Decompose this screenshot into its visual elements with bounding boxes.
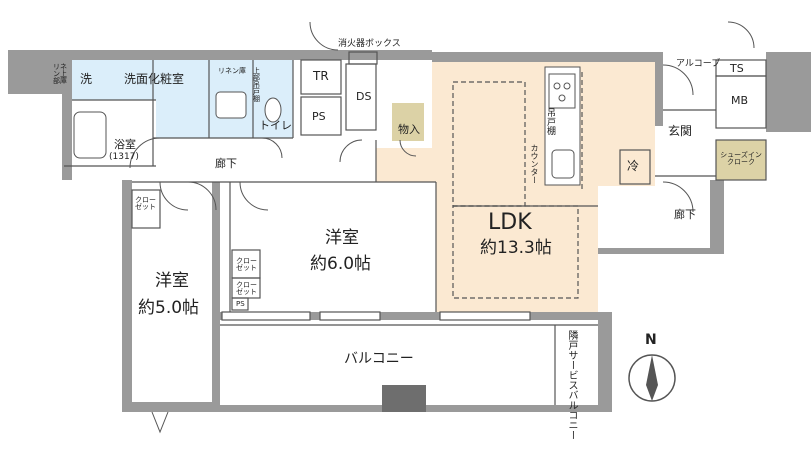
- ds-label: DS: [356, 90, 372, 103]
- door-swing-icon: [662, 64, 694, 96]
- western-room-2-size: 約5.0帖: [138, 298, 200, 318]
- western-room-2-label: 洋室: [155, 271, 189, 291]
- wall-se-step: [598, 248, 724, 254]
- walls: [8, 50, 811, 412]
- door-swing-icon: [129, 137, 161, 169]
- wall-ne: [766, 52, 811, 132]
- wall-right-lower: [710, 180, 724, 250]
- ldk-label: LDK: [488, 210, 532, 235]
- entrance-label: 玄関: [668, 124, 693, 138]
- wall-top-left: [8, 50, 298, 60]
- door-swing-icon: [399, 139, 417, 157]
- mb-box: [715, 75, 767, 129]
- alcove-label: アルコーブ: [676, 59, 721, 69]
- bathtub-icon: [73, 111, 107, 159]
- stove-burner: [558, 94, 566, 102]
- toilet-label: トイレ: [259, 119, 292, 132]
- closet-left-box: [131, 189, 161, 229]
- service-balcony-label: 隣戸サービスバルコニー: [566, 330, 577, 440]
- wall-bottom-left: [122, 402, 214, 412]
- stove-icon: [548, 73, 576, 109]
- bathroom-label: 浴室: [114, 138, 136, 151]
- wall-right-top: [655, 52, 663, 126]
- wall-balcony-right: [598, 312, 612, 412]
- closet-b-label: クローゼット: [236, 281, 257, 296]
- ts-label: TS: [730, 62, 744, 75]
- tr-box: [300, 59, 342, 95]
- storage-label: 物入: [398, 123, 420, 136]
- wall-left-lower: [122, 180, 132, 412]
- shoes-closet-box: [715, 139, 767, 181]
- washroom-label: 洗面化粧室: [124, 72, 185, 86]
- tr-label: TR: [313, 69, 329, 83]
- balcony-post: [382, 385, 426, 412]
- ldk-floor: [376, 60, 655, 312]
- wall-left-top: [8, 50, 62, 94]
- counter-label: カウンター: [530, 144, 539, 184]
- ldk-size: 約13.3帖: [480, 238, 552, 258]
- door-swing-icon: [662, 181, 694, 213]
- western-room-1-size: 約6.0帖: [310, 254, 372, 274]
- door-swing-icon: [339, 139, 363, 163]
- washroom-main-floor: [153, 60, 209, 138]
- door-swing-icon: [727, 21, 755, 49]
- compass-icon: [628, 354, 676, 402]
- linen-upper-label: リネン上部庫: [53, 63, 67, 85]
- balcony-window-2: [439, 311, 531, 321]
- washbasin-icon: [215, 91, 247, 119]
- door-swing-icon: [309, 21, 339, 51]
- western-room-1-label: 洋室: [325, 228, 359, 248]
- storage-floor: [392, 103, 424, 141]
- fire-box-label: 消火器ボックス: [338, 39, 401, 49]
- door-swing-icon: [187, 181, 217, 211]
- kitchen-hanging-label: 吊戸棚: [545, 108, 555, 135]
- wall-left: [62, 60, 72, 180]
- ldk-dashed-lower: [452, 205, 579, 299]
- fridge-label: 冷: [627, 159, 640, 173]
- corridor-left-label: 廊下: [215, 157, 237, 170]
- sink-icon: [551, 149, 575, 179]
- fridge-box: [619, 149, 651, 185]
- balcony-window-1: [319, 311, 381, 321]
- toilet-icon: [264, 97, 282, 123]
- mb-label: MB: [731, 94, 749, 107]
- door-swing-icon: [151, 411, 169, 434]
- ps-label: PS: [312, 110, 326, 123]
- closet-a-label: クローゼット: [236, 257, 257, 272]
- shoes-closet-floor: [716, 140, 766, 180]
- north-label: N: [645, 332, 657, 348]
- ps-small-label: PS: [236, 300, 245, 308]
- door-swings: [129, 21, 755, 434]
- door-swing-icon: [239, 181, 269, 211]
- ps-box: [300, 96, 342, 136]
- fixtures: [73, 73, 576, 179]
- balcony-label: バルコニー: [344, 351, 414, 367]
- wall-top-right: [432, 52, 658, 62]
- wall-mid-vertical: [212, 182, 220, 412]
- linen-label: リネン庫: [218, 67, 246, 75]
- fire-box: [348, 51, 378, 65]
- closet-left-label: クローゼット: [135, 196, 156, 211]
- interior-lines: [64, 51, 767, 405]
- ps-small-box: [231, 297, 249, 311]
- corridor-right-label: 廊下: [674, 208, 696, 221]
- wall-top-mid: [298, 50, 432, 60]
- room2-window: [221, 311, 311, 321]
- stove-burner: [553, 82, 561, 90]
- door-swing-icon: [261, 137, 283, 159]
- wash-label: 洗: [80, 72, 93, 86]
- wall-ldk-bottom: [220, 312, 598, 320]
- stove-burner: [563, 82, 571, 90]
- shoes-closet-label: シューズインクローク: [720, 151, 762, 166]
- upper-hanging-label: 上部吊戸棚: [253, 67, 260, 103]
- bath-size-label: (1317): [109, 152, 139, 162]
- door-swing-icon: [159, 181, 189, 211]
